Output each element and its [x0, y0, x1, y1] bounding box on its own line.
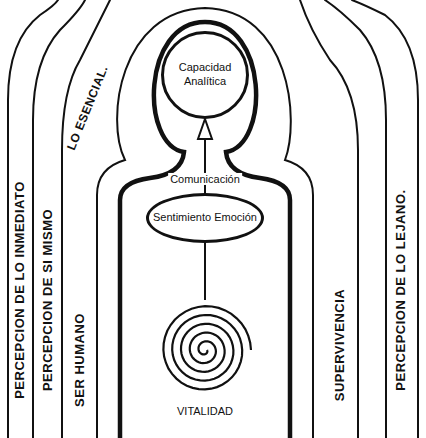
band-label: SER HUMANO [73, 311, 87, 409]
connector-line [204, 243, 206, 300]
edge-label: Comunicación [168, 173, 242, 185]
third-outline [300, 0, 358, 438]
band-label: PERCEPCION DE SI MISMO [41, 207, 55, 393]
human-outline [97, 8, 313, 438]
node-text: Capacidad Analítica [168, 61, 242, 89]
band-label: PERCEPCION DE LO LEJANO. [394, 187, 408, 392]
head-circle: Capacidad Analítica [161, 31, 249, 119]
body-outline [120, 22, 290, 438]
arrow-head [198, 119, 212, 139]
node-text: Sentimiento Emoción [153, 211, 257, 225]
band-label: LO ESENCIAL. [64, 62, 111, 154]
vitality-spiral: VITALIDAD [145, 300, 265, 422]
node-text: VITALIDAD [174, 405, 236, 419]
band-label: SUPERVIVENCIA [333, 287, 347, 403]
band-label: PERCEPCION DE LO INMEDIATO [13, 179, 27, 401]
spiral-symbol [145, 300, 265, 422]
spiral-line [163, 306, 251, 389]
emotion-ellipse: Sentimiento Emoción [146, 193, 264, 243]
